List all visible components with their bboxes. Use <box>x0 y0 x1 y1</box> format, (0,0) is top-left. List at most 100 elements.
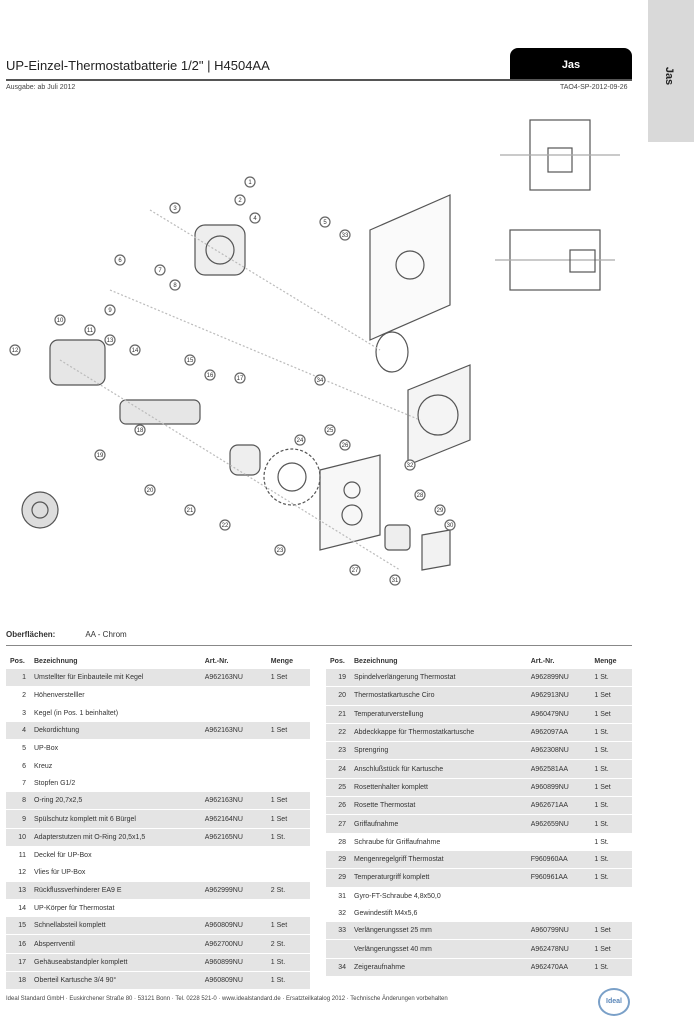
issue-date: Ausgabe: ab Juli 2012 <box>6 84 76 91</box>
cell-pos: 28 <box>338 838 346 846</box>
callout-marker <box>339 439 351 451</box>
callout-marker <box>274 544 286 556</box>
document-code: TAO4-SP-2012-09-26 <box>560 84 628 91</box>
cell-pos: 2 <box>22 692 26 700</box>
cell-name: Rosette Thermostat <box>350 796 527 816</box>
rosette-disc <box>263 448 321 506</box>
cell-pos: 34 <box>326 958 350 978</box>
cell-qty: 1 Set <box>590 922 632 941</box>
cell-name: Verlängerungsset 25 mm <box>350 922 527 941</box>
callout-number: 2 <box>238 198 242 204</box>
cell-art: A962097AA <box>526 723 591 743</box>
callout-number: 15 <box>187 358 194 364</box>
cell-qty <box>590 905 632 922</box>
callout-marker <box>219 519 231 531</box>
cell-art: A962899NU <box>526 669 591 688</box>
callout-marker <box>294 434 306 446</box>
cell-art: A962163NU <box>200 721 267 741</box>
o-ring <box>375 331 409 373</box>
callout-marker <box>154 264 166 276</box>
callout-number: 31 <box>392 578 399 584</box>
cell-name: Vlies für UP-Box <box>34 869 86 877</box>
callout-number: 18 <box>137 428 144 434</box>
cartridge <box>119 399 261 476</box>
cell-art: A960799NU <box>526 922 591 941</box>
callout-number: 1 <box>248 180 252 186</box>
cell-pos: 4 <box>6 721 30 741</box>
cell-pos: 5 <box>22 745 26 753</box>
cell-art: F960961AA <box>526 868 591 888</box>
cell-pos: 11 <box>18 852 26 860</box>
callout-marker <box>204 369 216 381</box>
cell-qty: 1 Set <box>266 917 310 936</box>
cell-art: A962478NU <box>526 939 591 959</box>
col-name: Bezeichnung <box>354 657 398 665</box>
cell-name: Temperaturverstellung <box>350 705 527 724</box>
callout-number: 10 <box>57 318 64 324</box>
cell-qty: 1 St. <box>590 723 632 743</box>
front-plate <box>369 194 451 341</box>
cell-pos: 17 <box>6 953 30 973</box>
cell-name: Griffaufnahme <box>350 814 527 834</box>
callout-number: 20 <box>147 488 154 494</box>
cell-pos: 31 <box>338 892 346 900</box>
callout-marker <box>184 354 196 366</box>
cell-qty: 1 St. <box>266 828 310 847</box>
callout-number: 16 <box>207 373 214 379</box>
cell-art <box>527 905 591 922</box>
cell-qty: 1 St. <box>590 868 632 888</box>
callout-number: 29 <box>437 508 444 514</box>
callout-number: 6 <box>118 258 122 264</box>
side-tab[interactable]: Jas <box>648 0 694 142</box>
table-row: 14 UP-Körper für Thermostat <box>6 899 310 917</box>
cell-pos: 12 <box>18 869 26 877</box>
cell-pos: 3 <box>22 709 26 717</box>
cell-pos: 33 <box>326 922 350 941</box>
side-tab-label: Jas <box>663 66 676 86</box>
callout-marker <box>324 424 336 436</box>
cell-pos: 10 <box>6 828 30 847</box>
cell-qty: 1 St. <box>266 971 310 991</box>
cell-pos: 19 <box>326 669 350 688</box>
callout-number: 14 <box>132 348 139 354</box>
callout-number: 26 <box>342 443 349 449</box>
callout-marker <box>244 176 256 188</box>
cell-qty: 2 St. <box>266 934 310 954</box>
cell-qty: 1 Set <box>590 705 632 724</box>
cell-name: UP-Körper für Thermostat <box>34 905 115 912</box>
cell-name: Rosettenhalter komplett <box>350 778 527 798</box>
cell-qty: 1 St. <box>590 759 632 779</box>
col-name: Bezeichnung <box>34 657 78 665</box>
cell-qty: 2 St. <box>266 881 310 900</box>
table-divider <box>6 645 632 646</box>
callout-number: 25 <box>327 428 334 434</box>
cell-pos: 14 <box>18 905 26 912</box>
cell-name: Temperaturgriff komplett <box>350 868 527 888</box>
cell-art: A962581AA <box>526 759 591 779</box>
cell-art: A962308NU <box>526 741 591 761</box>
callout-number: 3 <box>173 206 177 212</box>
cell-qty <box>590 887 632 905</box>
cell-pos: 23 <box>326 741 350 761</box>
cell-name: Umstellter für Einbauteile mit Kegel <box>30 669 201 688</box>
cell-pos: 22 <box>326 723 350 743</box>
callout-number: 24 <box>297 438 304 444</box>
col-pos: Pos. <box>330 657 345 665</box>
assembly-lines <box>59 209 421 571</box>
